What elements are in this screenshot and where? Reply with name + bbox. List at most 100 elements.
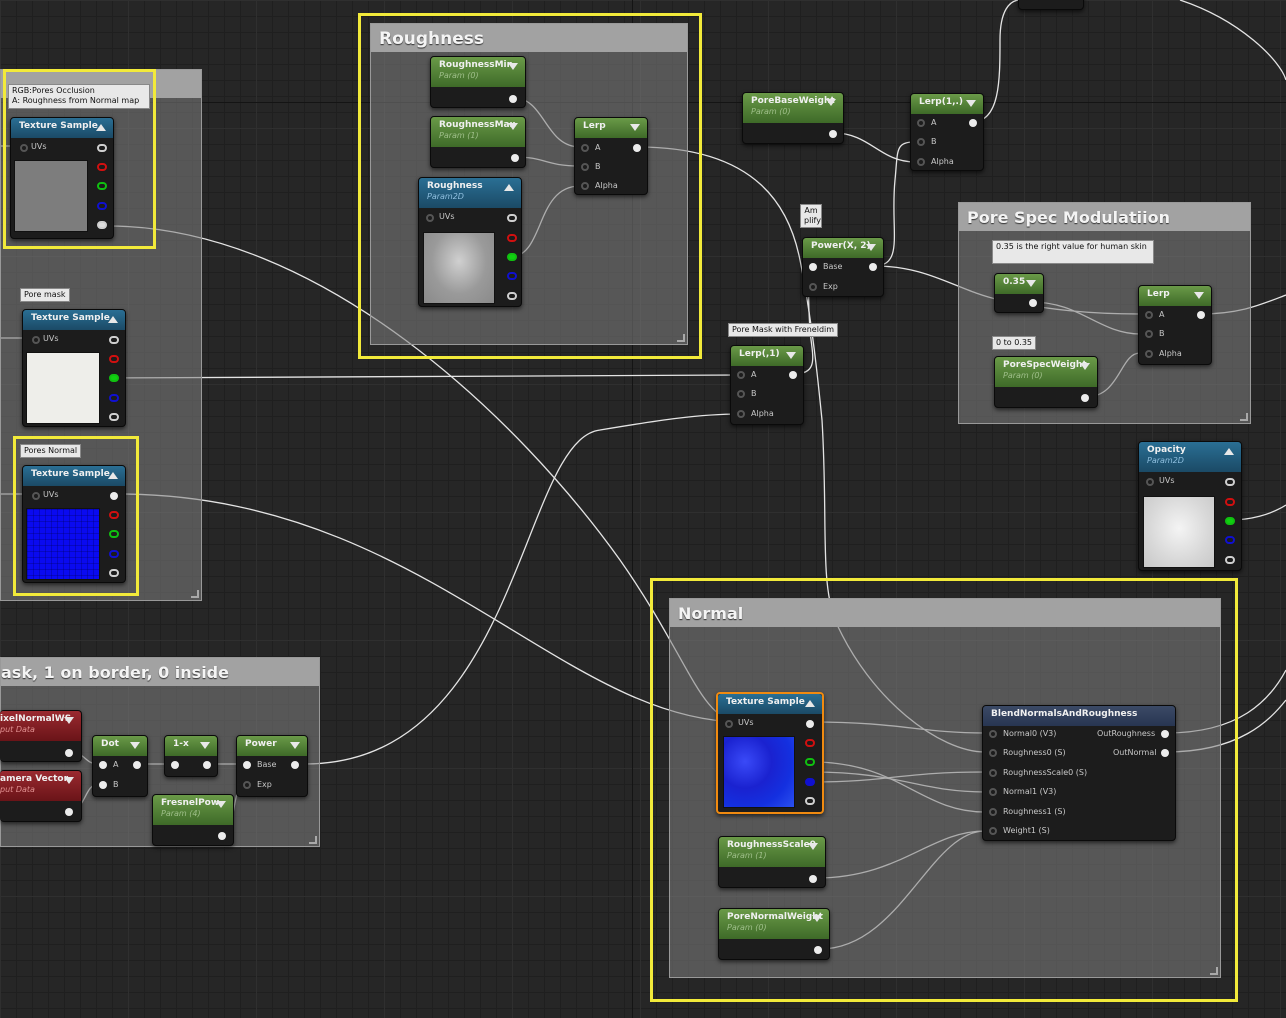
pin-b[interactable] [97, 202, 107, 210]
pin-output[interactable] [814, 946, 822, 954]
pin-output[interactable] [133, 761, 141, 769]
pin-a[interactable] [109, 569, 119, 577]
pin-g[interactable] [1225, 517, 1235, 525]
pin-a[interactable] [1145, 311, 1153, 319]
pin-a[interactable] [97, 221, 107, 229]
pin-alpha[interactable] [1145, 350, 1153, 358]
pin-output[interactable] [1081, 394, 1089, 402]
pin-output[interactable] [65, 749, 73, 757]
collapse-icon[interactable] [508, 63, 518, 70]
pin-output[interactable] [511, 154, 519, 162]
pin-roughness-scale0[interactable] [989, 769, 997, 777]
resize-grip[interactable] [677, 334, 685, 342]
pin-base[interactable] [243, 761, 251, 769]
pin-b[interactable] [507, 272, 517, 280]
resize-grip[interactable] [1240, 413, 1248, 421]
pin-uvs[interactable] [32, 492, 40, 500]
pin-exp[interactable] [243, 781, 251, 789]
collapse-icon[interactable] [108, 316, 118, 323]
pin-uvs[interactable] [426, 214, 434, 222]
pin-uvs[interactable] [725, 720, 733, 728]
pin-output[interactable] [633, 144, 641, 152]
pin-a[interactable] [805, 797, 815, 805]
node-blend-normals-roughness[interactable]: BlendNormalsAndRoughness Normal0 (V3) Ro… [982, 705, 1176, 841]
collapse-icon[interactable] [808, 843, 818, 850]
node-texture-sample-normal[interactable]: Texture Sample UVs [716, 692, 824, 814]
collapse-icon[interactable] [96, 124, 106, 131]
pin-base[interactable] [809, 263, 817, 271]
collapse-icon[interactable] [786, 352, 796, 359]
node-lerp-spec[interactable]: Lerp A B Alpha [1138, 285, 1212, 365]
pin-output[interactable] [829, 130, 837, 138]
pin-rgb[interactable] [97, 144, 107, 152]
pin-a[interactable] [109, 413, 119, 421]
pin-rgb[interactable] [1225, 478, 1235, 486]
pin-rgb[interactable] [109, 336, 119, 344]
pin-r[interactable] [97, 163, 107, 171]
node-lerp-top[interactable]: Lerp(1,.) A B Alpha [910, 93, 984, 171]
node-offscreen-top[interactable] [1018, 0, 1084, 10]
node-power[interactable]: Power Base Exp [236, 735, 308, 797]
pin-b[interactable] [109, 394, 119, 402]
node-dot[interactable]: Dot A B [92, 735, 148, 797]
collapse-icon[interactable] [826, 99, 836, 106]
pin-a[interactable] [581, 144, 589, 152]
node-power-x2[interactable]: Power(X, 2) Base Exp [802, 237, 884, 297]
pin-g[interactable] [805, 758, 815, 766]
node-constant-035[interactable]: 0.35 [994, 273, 1044, 313]
collapse-icon[interactable] [130, 742, 140, 749]
pin-exp[interactable] [809, 283, 817, 291]
pin-g[interactable] [109, 530, 119, 538]
collapse-icon[interactable] [504, 184, 514, 191]
pin-roughness1[interactable] [989, 808, 997, 816]
collapse-icon[interactable] [866, 244, 876, 251]
pin-input[interactable] [171, 761, 179, 769]
pin-a[interactable] [1225, 556, 1235, 564]
pin-g[interactable] [507, 253, 517, 261]
pin-output[interactable] [203, 761, 211, 769]
pin-rgb[interactable] [507, 214, 517, 222]
pin-b[interactable] [1145, 330, 1153, 338]
pin-output[interactable] [65, 808, 73, 816]
pin-output[interactable] [1197, 311, 1205, 319]
pin-weight1[interactable] [989, 827, 997, 835]
pin-g[interactable] [109, 374, 119, 382]
pin-normal1[interactable] [989, 788, 997, 796]
node-texture-sample-occlusion[interactable]: Texture Sample UVs [10, 117, 114, 239]
collapse-icon[interactable] [805, 700, 815, 707]
pin-roughness0[interactable] [989, 749, 997, 757]
collapse-icon[interactable] [64, 777, 74, 784]
collapse-icon[interactable] [216, 801, 226, 808]
pin-out-normal[interactable] [1161, 749, 1169, 757]
pin-out-roughness[interactable] [1161, 730, 1169, 738]
pin-r[interactable] [507, 234, 517, 242]
pin-r[interactable] [109, 355, 119, 363]
pin-output[interactable] [1029, 299, 1037, 307]
node-one-minus-x[interactable]: 1-x [164, 735, 218, 777]
collapse-icon[interactable] [966, 100, 976, 107]
node-roughness-lerp[interactable]: Lerp A B Alpha [574, 117, 648, 195]
resize-grip[interactable] [191, 590, 199, 598]
pin-rgb[interactable] [806, 720, 814, 728]
pin-uvs[interactable] [20, 144, 28, 152]
pin-alpha[interactable] [737, 410, 745, 418]
pin-a[interactable] [917, 119, 925, 127]
pin-r[interactable] [109, 511, 119, 519]
pin-output[interactable] [789, 371, 797, 379]
pin-r[interactable] [1225, 498, 1235, 506]
collapse-icon[interactable] [1194, 292, 1204, 299]
node-texture-sample-mask[interactable]: Texture Sample UVs [22, 309, 126, 427]
pin-r[interactable] [805, 739, 815, 747]
pin-g[interactable] [97, 182, 107, 190]
collapse-icon[interactable] [812, 915, 822, 922]
pin-b[interactable] [917, 138, 925, 146]
pin-a[interactable] [507, 292, 517, 300]
pin-b[interactable] [737, 390, 745, 398]
pin-output[interactable] [291, 761, 299, 769]
